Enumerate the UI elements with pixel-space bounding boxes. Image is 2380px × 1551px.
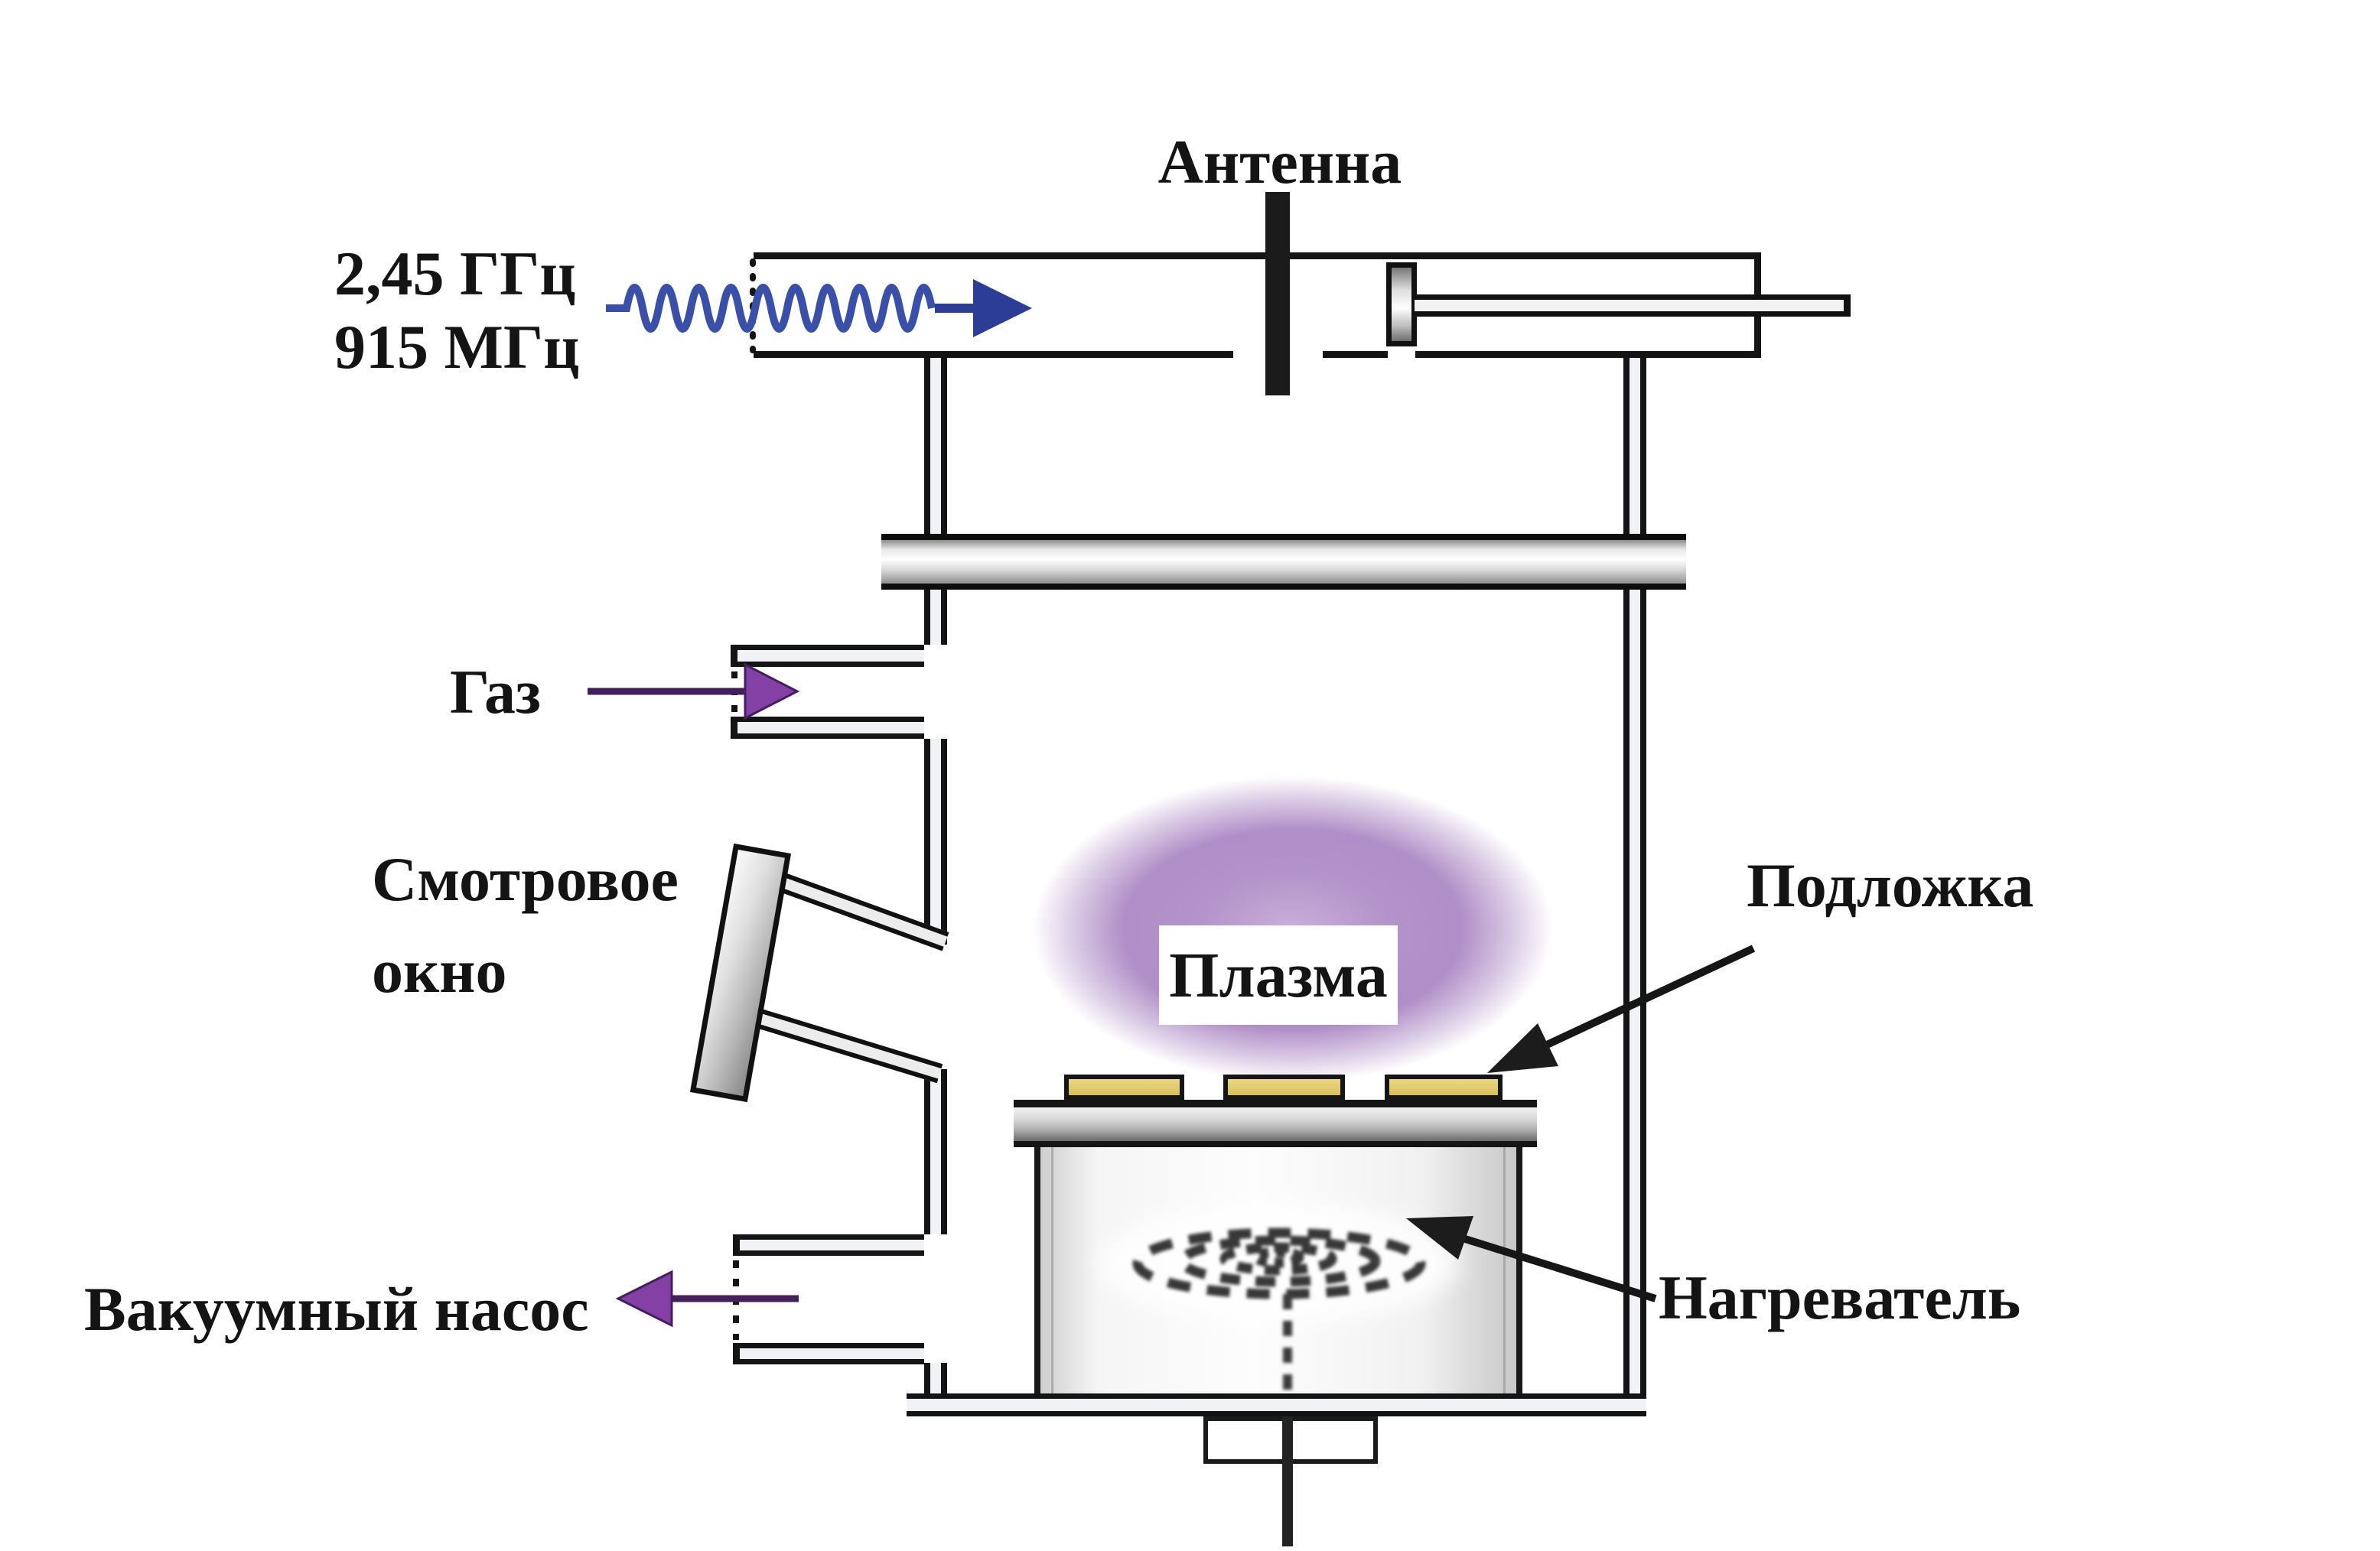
left-wall-segment-2	[924, 739, 947, 945]
right-chamber-wall	[1623, 358, 1646, 1393]
vacuum-flow-arrow-icon	[615, 1270, 799, 1328]
viewing-window-line2: окно	[372, 936, 507, 1006]
left-wall-segment-1	[924, 590, 947, 645]
microwave-wave-arrow-icon	[606, 279, 1032, 337]
gas-port-lower-pipe	[731, 717, 924, 739]
vacuum-port-lower-pipe	[733, 1343, 924, 1364]
waveguide-bottom-wall-left	[754, 351, 1233, 358]
tuner-rod	[1415, 294, 1851, 317]
vacuum-pump-label: Вакуумный насос	[84, 1278, 589, 1341]
left-wall-segment-3	[924, 1069, 947, 1234]
viewing-window-label: Смотровое окно	[372, 848, 679, 1003]
chamber-flange	[881, 534, 1686, 590]
frequency-line2: 915 МГц	[334, 312, 580, 382]
waveguide-bottom-wall-mid	[1323, 351, 1388, 358]
heater-support-rod	[1282, 1406, 1293, 1546]
tuner-plunger-bar	[1386, 262, 1417, 346]
antenna-label-text: Антенна	[1157, 127, 1402, 197]
vacuum-port-upper-pipe	[733, 1234, 924, 1256]
substrate-sample-3	[1385, 1075, 1503, 1100]
vacuum-pump-label-text: Вакуумный насос	[84, 1274, 589, 1344]
substrate-sample-1	[1064, 1075, 1184, 1100]
waveguide-bottom-wall-right	[1415, 351, 1761, 358]
frequency-label: 2,45 ГГц 915 МГц	[334, 242, 579, 379]
frequency-line1: 2,45 ГГц	[334, 239, 576, 308]
gas-label: Газ	[450, 661, 541, 723]
gas-label-text: Газ	[450, 657, 541, 727]
left-wall-segment-4	[924, 1363, 947, 1393]
cylinder-inner-line-left	[1051, 1147, 1053, 1393]
substrate-label: Подложка	[1747, 854, 2033, 917]
heater-label-text: Нагреватель	[1659, 1263, 2021, 1332]
substrate-sample-2	[1223, 1075, 1345, 1100]
plasma-label-box: Плазма	[1159, 925, 1398, 1025]
viewing-window-line1: Смотровое	[372, 844, 679, 914]
chamber-floor	[907, 1393, 1646, 1416]
cylinder-inner-line-right	[1503, 1147, 1506, 1393]
substrate-pointer-arrow-icon	[1487, 945, 1756, 1073]
plasma-label: Плазма	[1169, 939, 1388, 1011]
gas-port-upper-pipe	[731, 645, 924, 667]
heater-coil-icon	[1132, 1227, 1426, 1409]
antenna-bar	[1265, 192, 1290, 395]
antenna-label: Антенна	[1050, 131, 1509, 193]
gas-flow-arrow-icon	[588, 662, 800, 720]
substrate-label-text: Подложка	[1747, 850, 2034, 920]
heater-label: Нагреватель	[1659, 1266, 2020, 1329]
substrate-stage	[1014, 1100, 1537, 1147]
waveguide-top-wall	[754, 252, 1761, 259]
heater-pointer-arrow-icon	[1406, 1216, 1657, 1302]
left-support-tube	[924, 358, 947, 535]
